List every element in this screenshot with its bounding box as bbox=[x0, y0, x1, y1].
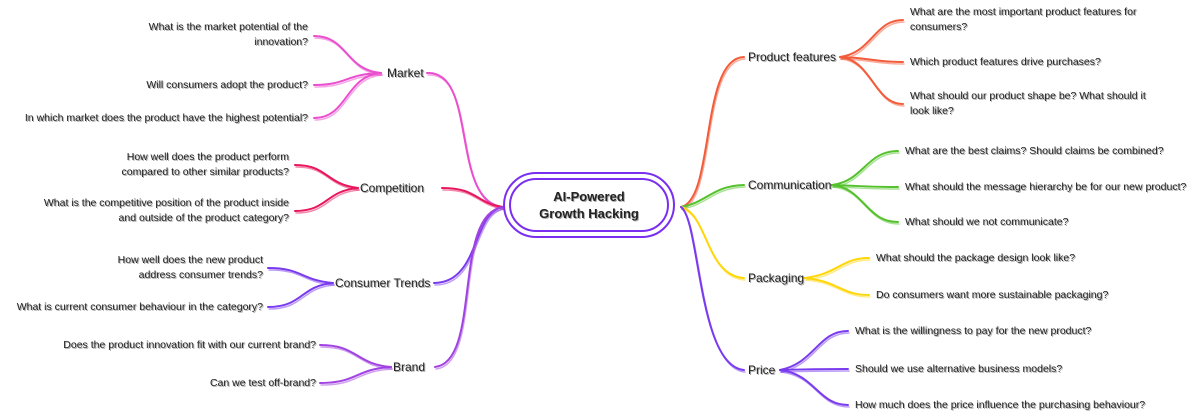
leaf-market-question-1[interactable]: What is the market potential of the inno… bbox=[148, 21, 308, 48]
edge-competition-q1 bbox=[294, 164, 359, 189]
edge-center-competition bbox=[441, 187, 504, 208]
branch-lines-product-features bbox=[680, 19, 905, 210]
leaf-communication-question-3[interactable]: What should we not communicate? bbox=[905, 216, 1069, 228]
edge-center-communication bbox=[680, 184, 745, 208]
leaf-consumer-trends-question-1[interactable]: How well does the new product address co… bbox=[117, 254, 263, 281]
leaf-product-features-question-2[interactable]: Which product features drive purchases? bbox=[910, 56, 1101, 68]
leaf-market-question-3[interactable]: In which market does the product have th… bbox=[24, 112, 308, 124]
central-node-outer-ring bbox=[503, 172, 675, 238]
edge-center-packaging bbox=[680, 206, 745, 279]
leaf-product-features-question-3[interactable]: What should our product shape be? What s… bbox=[910, 90, 1146, 117]
leaf-competition-question-2[interactable]: What is the competitive position of the … bbox=[43, 197, 289, 224]
branch-lines-packaging bbox=[680, 206, 871, 298]
central-node[interactable]: AI-Powered Growth Hacking bbox=[509, 178, 669, 232]
branch-lines-brand bbox=[319, 206, 505, 386]
branch-lines-communication bbox=[680, 150, 900, 225]
edge-consumer-trends-q1 bbox=[267, 267, 334, 284]
branch-label-competition[interactable]: Competition bbox=[360, 181, 425, 195]
edge-product-features-q1 bbox=[839, 19, 904, 58]
edge-consumer-trends-q2 bbox=[267, 282, 334, 308]
edge-competition-q2 bbox=[294, 187, 359, 212]
edge-center-price bbox=[680, 206, 745, 371]
leaf-product-features-question-1[interactable]: What are the most important product feat… bbox=[910, 6, 1137, 33]
edge-price-q1 bbox=[779, 330, 849, 371]
edge-center-brand bbox=[434, 206, 504, 368]
edge-communication-q1 bbox=[831, 150, 899, 186]
branch-label-communication[interactable]: Communication bbox=[748, 178, 832, 192]
leaf-price-question-3[interactable]: How much does the price influence the pu… bbox=[855, 399, 1146, 411]
branch-label-market[interactable]: Market bbox=[387, 66, 424, 80]
leaf-brand-question-2[interactable]: Can we test off-brand? bbox=[209, 377, 316, 389]
leaf-brand-question-1[interactable]: Does the product innovation fit with our… bbox=[63, 339, 316, 351]
leaf-consumer-trends-question-2[interactable]: What is current consumer behaviour in th… bbox=[16, 301, 263, 313]
branch-lines-price bbox=[680, 206, 850, 408]
leaf-packaging-question-2[interactable]: Do consumers want more sustainable packa… bbox=[876, 289, 1109, 301]
edge-center-consumer-trends bbox=[433, 206, 504, 284]
edge-communication-q3 bbox=[831, 184, 899, 223]
central-node-title: AI-Powered Growth Hacking bbox=[539, 189, 639, 221]
branch-label-packaging[interactable]: Packaging bbox=[748, 271, 805, 285]
leaf-market-question-2[interactable]: Will consumers adopt the product? bbox=[146, 79, 308, 91]
edge-brand-q1 bbox=[319, 344, 392, 368]
leaf-competition-question-1[interactable]: How well does the product perform compar… bbox=[121, 151, 290, 178]
edge-packaging-q1 bbox=[804, 257, 870, 279]
branch-label-consumer-trends[interactable]: Consumer Trends bbox=[335, 276, 431, 290]
branch-label-price[interactable]: Price bbox=[748, 363, 776, 377]
leaf-packaging-question-1[interactable]: What should the package design look like… bbox=[876, 252, 1076, 264]
leaf-price-question-2[interactable]: Should we use alternative business model… bbox=[855, 363, 1063, 375]
edge-brand-q2 bbox=[319, 366, 392, 384]
leaf-communication-question-2[interactable]: What should the message hierarchy be for… bbox=[905, 181, 1187, 193]
leaf-communication-question-1[interactable]: What are the best claims? Should claims … bbox=[905, 145, 1164, 157]
branch-label-product-features[interactable]: Product features bbox=[748, 50, 837, 64]
leaf-price-question-1[interactable]: What is the willingness to pay for the n… bbox=[855, 325, 1092, 337]
branch-label-brand[interactable]: Brand bbox=[393, 360, 426, 374]
edge-center-product-features bbox=[680, 56, 745, 208]
